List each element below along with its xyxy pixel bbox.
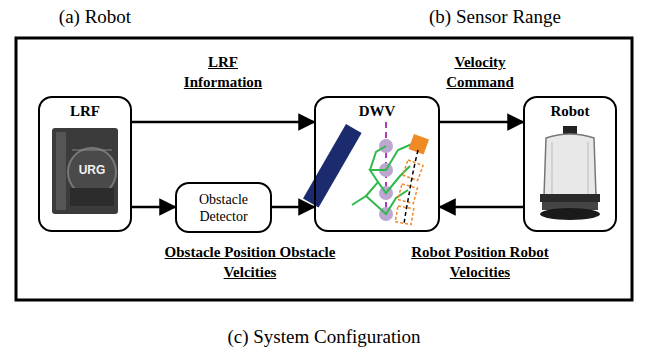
robot-photo [540,126,600,220]
node-title: DWV [316,102,438,120]
arrow-connector [440,121,523,124]
edge-label: LRF Information [173,52,273,92]
subfigure-label: (a) Robot [59,6,131,28]
arrow-connector [132,206,175,209]
figure-caption: (c) System Configuration [227,326,420,348]
node-title: Robot [525,102,615,120]
edge-label: Velocity Command [430,52,530,92]
outer-frame [16,38,632,300]
edge-label: Robot Position Robot Velocities [405,242,555,282]
robot-box: Robot [523,96,617,232]
planner-box: DWV [314,96,440,232]
arrow-connector [272,206,314,209]
node-title: LRF [40,102,130,120]
subfigure-label: (b) Sensor Range [429,6,561,28]
process-box: Obstacle Detector [175,182,272,233]
dwv-illustration [303,122,429,225]
arrow-connector [440,206,523,209]
device-marking: URG [79,163,106,178]
arrow-connector [132,121,314,124]
lrf-sensor [52,128,118,214]
node-label: Obstacle Detector [183,191,264,225]
edge-label: Obstacle Position Obstacle Velcities [164,242,336,282]
